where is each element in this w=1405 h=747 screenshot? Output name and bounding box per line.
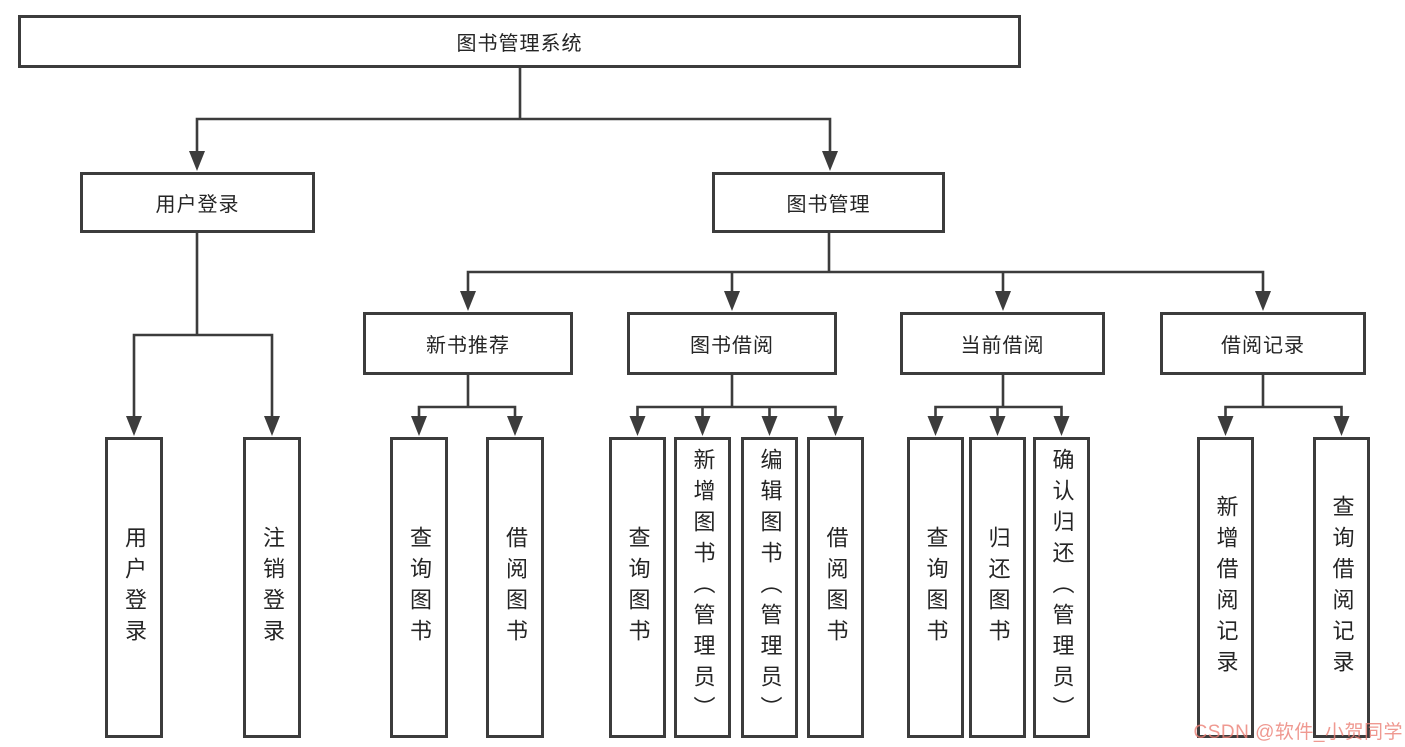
leaf-label: 新增图书（管理员） xyxy=(690,448,716,727)
node-book-management: 图书管理 xyxy=(712,172,945,233)
leaf-label: 注销登录 xyxy=(260,525,285,650)
leaf-logout: 注销登录 xyxy=(243,437,301,738)
node-book-borrowing: 图书借阅 xyxy=(627,312,837,375)
leaf-borrow-books-recommend: 借阅图书 xyxy=(486,437,544,738)
leaf-label: 归还图书 xyxy=(985,525,1011,650)
leaf-add-books-admin: 新增图书（管理员） xyxy=(674,437,731,738)
arrowhead xyxy=(1053,416,1070,436)
watermark: CSDN @软件_小贺同学 xyxy=(1193,722,1403,743)
arrowhead xyxy=(724,291,740,311)
arrowhead xyxy=(507,416,523,436)
node-current-borrowing: 当前借阅 xyxy=(900,312,1105,375)
leaf-label: 查询借阅记录 xyxy=(1329,494,1355,681)
arrowhead xyxy=(1333,416,1350,436)
leaf-label: 查询图书 xyxy=(407,525,432,650)
node-user-login-branch: 用户登录 xyxy=(80,172,315,233)
leaf-query-books-recommend: 查询图书 xyxy=(390,437,448,738)
leaf-label: 新增借阅记录 xyxy=(1213,494,1239,681)
arrowhead xyxy=(827,416,844,436)
arrowhead xyxy=(629,416,646,436)
leaf-query-books-current: 查询图书 xyxy=(907,437,964,738)
arrowhead xyxy=(995,291,1011,311)
leaf-edit-books-admin: 编辑图书（管理员） xyxy=(741,437,798,738)
arrowhead xyxy=(460,291,476,311)
leaf-label: 编辑图书（管理员） xyxy=(757,448,783,727)
leaf-label: 借阅图书 xyxy=(503,525,528,650)
leaf-confirm-return-admin: 确认归还（管理员） xyxy=(1033,437,1090,738)
arrowhead xyxy=(822,151,838,171)
leaf-label: 确认归还（管理员） xyxy=(1049,448,1075,727)
leaf-borrow-books: 借阅图书 xyxy=(807,437,864,738)
leaf-label: 查询图书 xyxy=(625,525,651,650)
leaf-add-borrow-record: 新增借阅记录 xyxy=(1197,437,1254,738)
leaf-query-borrow-record: 查询借阅记录 xyxy=(1313,437,1370,738)
node-borrowing-records: 借阅记录 xyxy=(1160,312,1366,375)
arrowhead xyxy=(189,151,205,171)
leaf-user-login: 用户登录 xyxy=(105,437,163,738)
arrowhead xyxy=(126,416,142,436)
arrowhead xyxy=(411,416,427,436)
leaf-label: 借阅图书 xyxy=(823,525,849,650)
arrowhead xyxy=(989,416,1006,436)
leaf-query-books-borrowing: 查询图书 xyxy=(609,437,666,738)
arrowhead xyxy=(1217,416,1234,436)
arrowhead xyxy=(927,416,944,436)
node-library-management-system: 图书管理系统 xyxy=(18,15,1021,68)
arrowhead xyxy=(761,416,778,436)
arrowhead xyxy=(264,416,280,436)
leaf-label: 用户登录 xyxy=(122,525,147,650)
arrowhead xyxy=(694,416,711,436)
node-new-book-recommendation: 新书推荐 xyxy=(363,312,573,375)
leaf-label: 查询图书 xyxy=(923,525,949,650)
leaf-return-books: 归还图书 xyxy=(969,437,1026,738)
arrowhead xyxy=(1255,291,1271,311)
